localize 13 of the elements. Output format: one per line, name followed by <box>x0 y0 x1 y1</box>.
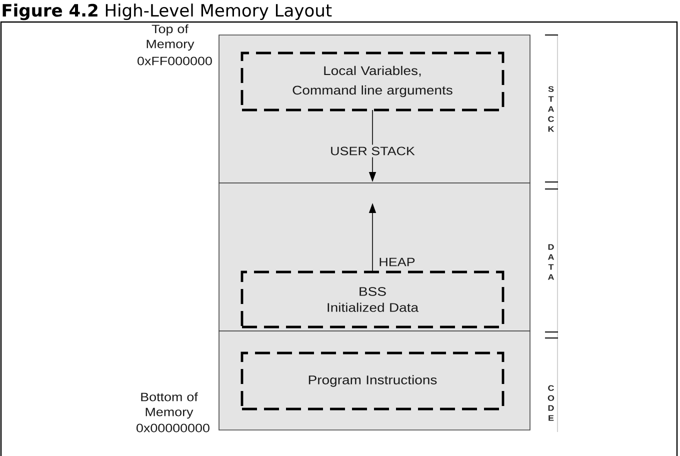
annotation: Bottom of Memory <box>141 392 198 419</box>
region-box: BSS Initialized Data <box>240 270 504 328</box>
edge-label: USER STACK <box>328 144 417 158</box>
vertical-label: DATA <box>548 244 554 280</box>
region-box: Program Instructions <box>240 352 504 410</box>
edge-label: HEAP <box>380 258 415 266</box>
region-box: Local Variables, Command line arguments <box>240 52 504 112</box>
annotation: Top of Memory <box>146 24 194 51</box>
title: Figure 4.2 High-Level Memory Layout <box>2 4 332 20</box>
vertical-label: STACK <box>548 86 554 132</box>
vertical-label: CODE <box>548 385 554 421</box>
address-label: 0xFF000000 <box>138 56 212 66</box>
address-label: 0x00000000 <box>136 424 210 432</box>
